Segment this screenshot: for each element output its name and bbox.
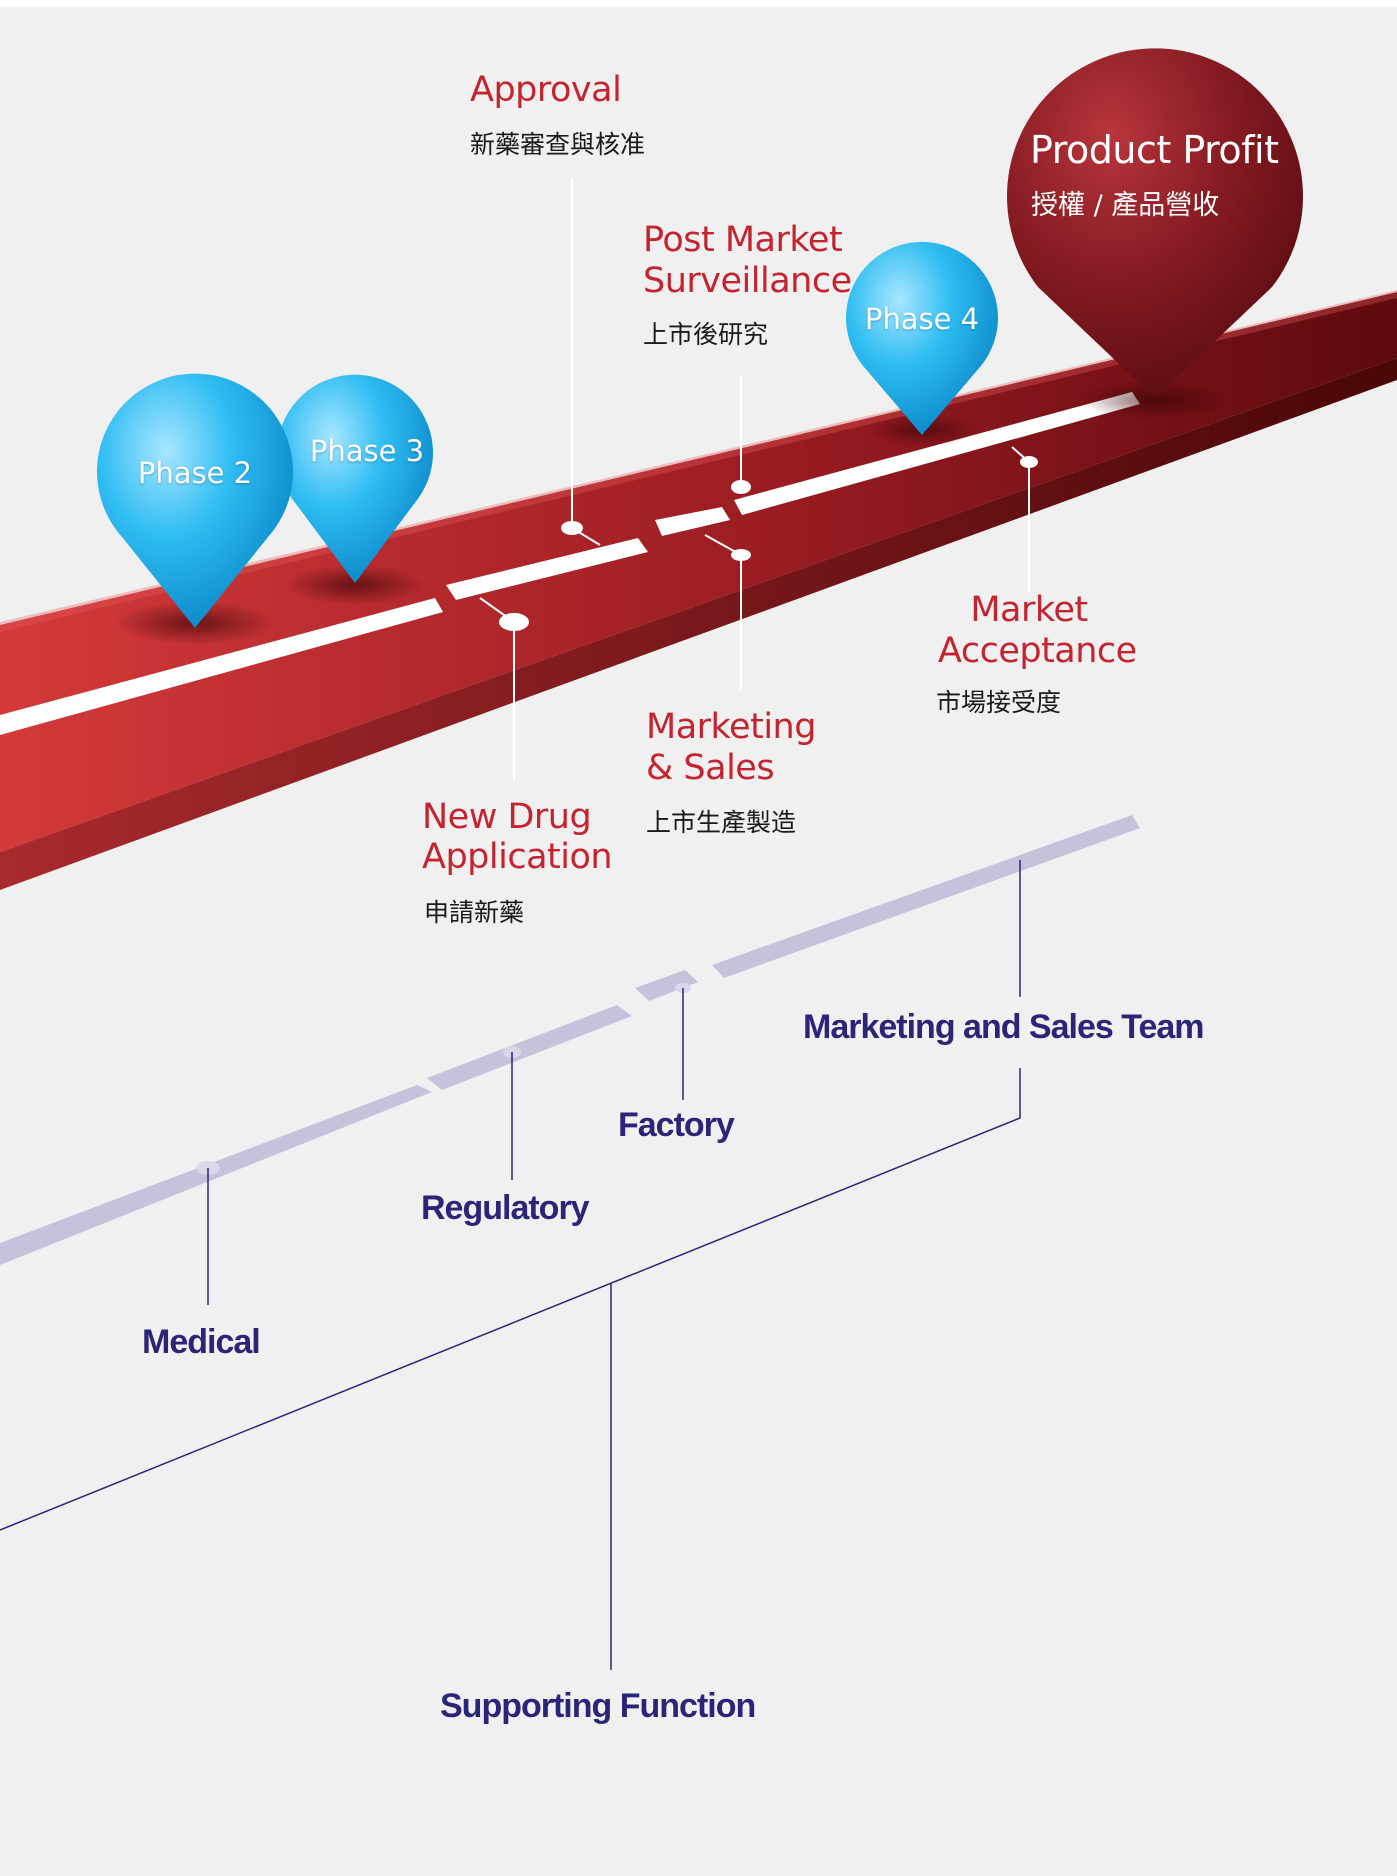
product-profit-subtitle: 授權 / 產品營收	[1031, 190, 1220, 221]
regulatory-label: Regulatory	[421, 1189, 590, 1227]
road-side	[0, 358, 1397, 890]
marketing-sales-team-label: Marketing and Sales Team	[803, 1008, 1205, 1046]
new-drug-subtitle: 申請新藥	[424, 898, 525, 927]
marketing-sales-title-line2: & Sales	[646, 748, 775, 788]
phase2-pin-shape	[96, 373, 294, 628]
marketing-sales-subtitle: 上市生產製造	[646, 808, 797, 837]
phase3-pin-shape	[276, 374, 433, 583]
post-market-title-line1: Post Market	[643, 220, 843, 260]
market-acceptance-title-line2: Acceptance	[938, 631, 1137, 671]
product-profit-title: Product Profit	[1030, 128, 1279, 172]
junction-dots	[499, 456, 1038, 631]
phase4-pin-shape	[846, 241, 999, 435]
top-border	[0, 0, 1397, 7]
lane-markings	[0, 392, 1140, 735]
marketing-sales-title-line1: Marketing	[646, 707, 816, 747]
post-market-subtitle: 上市後研究	[643, 320, 769, 349]
phase3-label: Phase 3	[309, 434, 425, 468]
phase2-label: Phase 2	[137, 456, 253, 490]
new-drug-title-line1: New Drug	[422, 797, 592, 837]
phase4-label: Phase 4	[864, 302, 980, 336]
post-market-title-line2: Surveillance	[643, 261, 852, 301]
approval-title: Approval	[470, 70, 622, 110]
supporting-function-label: Supporting Function	[440, 1687, 756, 1725]
function-track	[0, 815, 1140, 1265]
function-connectors	[0, 860, 1021, 1670]
new-drug-title-line2: Application	[422, 837, 613, 877]
product-profit-pin-shape	[1007, 48, 1303, 398]
approval-subtitle: 新藥審查與核准	[470, 130, 646, 159]
medical-label: Medical	[142, 1323, 261, 1361]
market-acceptance-subtitle: 市場接受度	[936, 688, 1062, 717]
market-acceptance-title-line1: Market	[970, 590, 1088, 630]
road-surface	[0, 292, 1397, 852]
factory-label: Factory	[618, 1106, 735, 1144]
